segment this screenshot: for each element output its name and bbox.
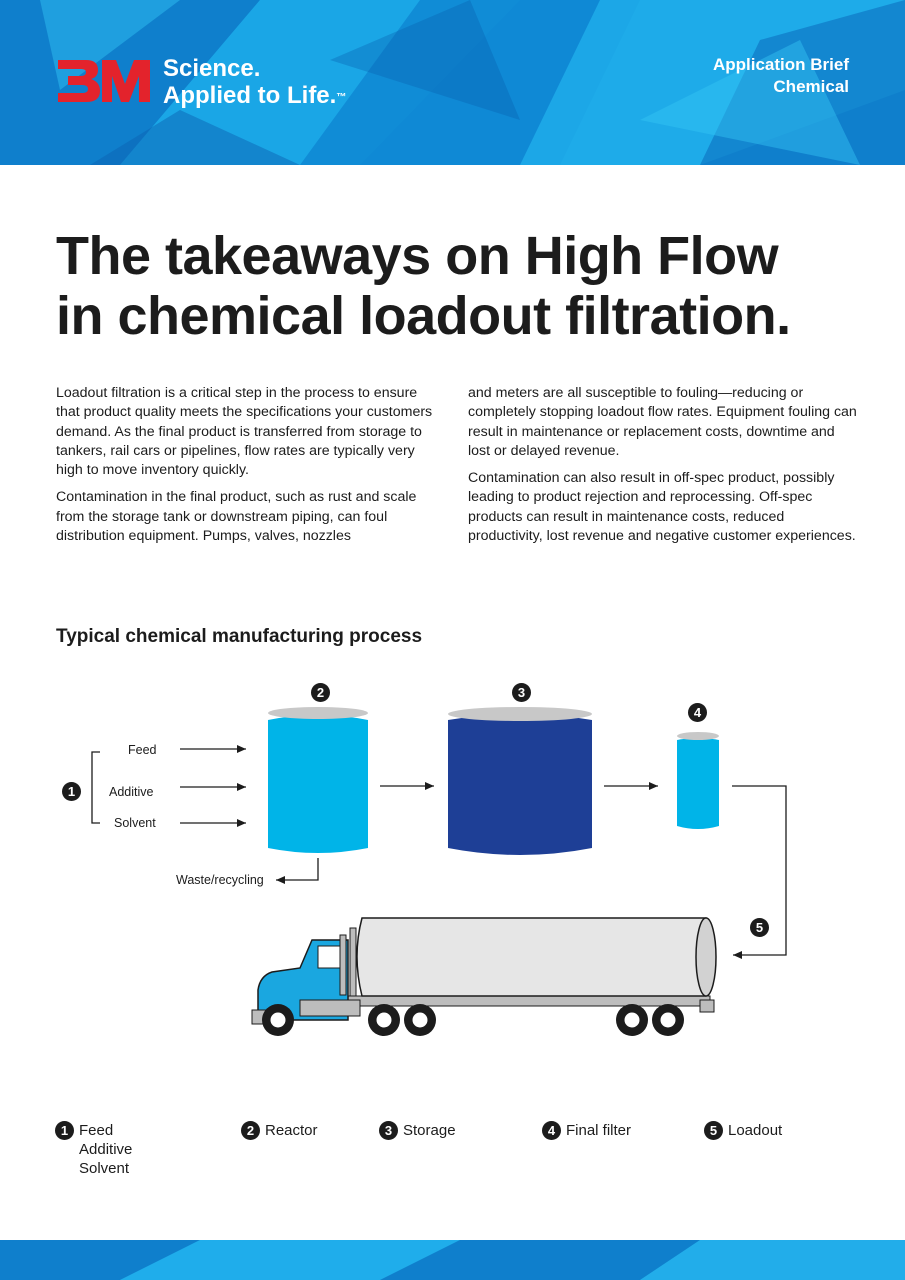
header-banner: Science. Applied to Life.™ Application B… (0, 0, 905, 165)
diagram-title: Typical chemical manufacturing process (56, 626, 423, 647)
legend-badge-4: 4 (542, 1121, 561, 1140)
legend-badge-2: 2 (241, 1121, 260, 1140)
final-filter (677, 732, 719, 829)
footer-background (0, 1240, 905, 1280)
tagline-line2-text: Applied to Life. (163, 82, 337, 109)
body-column-left: Loadout filtration is a critical step in… (56, 384, 436, 554)
legend-item-loadout: 5 Loadout (704, 1121, 782, 1140)
paragraph: Contamination can also result in off-spe… (468, 470, 856, 545)
tagline-line2: Applied to Life.™ (163, 82, 346, 109)
legend-badge-1: 1 (55, 1121, 74, 1140)
step-badge-3: 3 (512, 683, 531, 702)
tanker-truck (251, 917, 717, 1036)
title-line2: in chemical loadout filtration. (56, 286, 791, 346)
waste-arrow (276, 858, 319, 884)
waste-label: Waste/recycling (176, 873, 264, 887)
legend-text: Reactor (265, 1122, 318, 1139)
process-diagram (91, 707, 787, 1036)
header-background (0, 0, 905, 165)
step-badge-5: 5 (750, 918, 769, 937)
legend-item-final-filter: 4 Final filter (542, 1121, 631, 1140)
feed-label: Feed (128, 743, 157, 757)
legend-badge-5: 5 (704, 1121, 723, 1140)
loadout-arrow (732, 785, 787, 959)
legend-item-reactor: 2 Reactor (241, 1121, 318, 1140)
legend-text: Final filter (566, 1122, 632, 1139)
footer-banner (0, 1240, 905, 1280)
solvent-label: Solvent (114, 816, 156, 830)
title-line1: The takeaways on High Flow (56, 226, 779, 286)
legend-badge-3: 3 (379, 1121, 398, 1140)
paragraph: Loadout filtration is a critical step in… (56, 385, 433, 479)
legend-text: Feed (79, 1122, 114, 1139)
additive-label: Additive (109, 785, 154, 799)
reactor-tank (268, 707, 368, 853)
legend-text: Additive (79, 1141, 133, 1158)
tagline-line1: Science. (163, 55, 261, 82)
trademark: ™ (336, 92, 347, 103)
step-badge-1: 1 (62, 782, 81, 801)
body-column-right: and meters are all susceptible to foulin… (468, 384, 860, 554)
3m-logo (58, 60, 150, 102)
industry-label: Chemical (773, 77, 849, 96)
storage-tank (448, 707, 592, 855)
paragraph: and meters are all susceptible to foulin… (468, 385, 857, 459)
legend-item-storage: 3 Storage (379, 1121, 456, 1140)
legend-item-inputs: 1 Feed Additive Solvent (55, 1121, 132, 1178)
paragraph: Contamination in the final product, such… (56, 489, 417, 545)
legend-text: Loadout (728, 1122, 783, 1139)
step-badge-4: 4 (688, 703, 707, 722)
legend-text: Solvent (79, 1160, 130, 1177)
step-badge-2: 2 (311, 683, 330, 702)
page-title: The takeaways on High Flow in chemical l… (56, 226, 856, 346)
input-bracket (91, 751, 100, 824)
legend-text: Storage (403, 1122, 456, 1139)
doc-type-label: Application Brief (712, 55, 849, 74)
document-type: Application Brief Chemical (713, 54, 849, 98)
tagline: Science. Applied to Life.™ (163, 55, 346, 109)
